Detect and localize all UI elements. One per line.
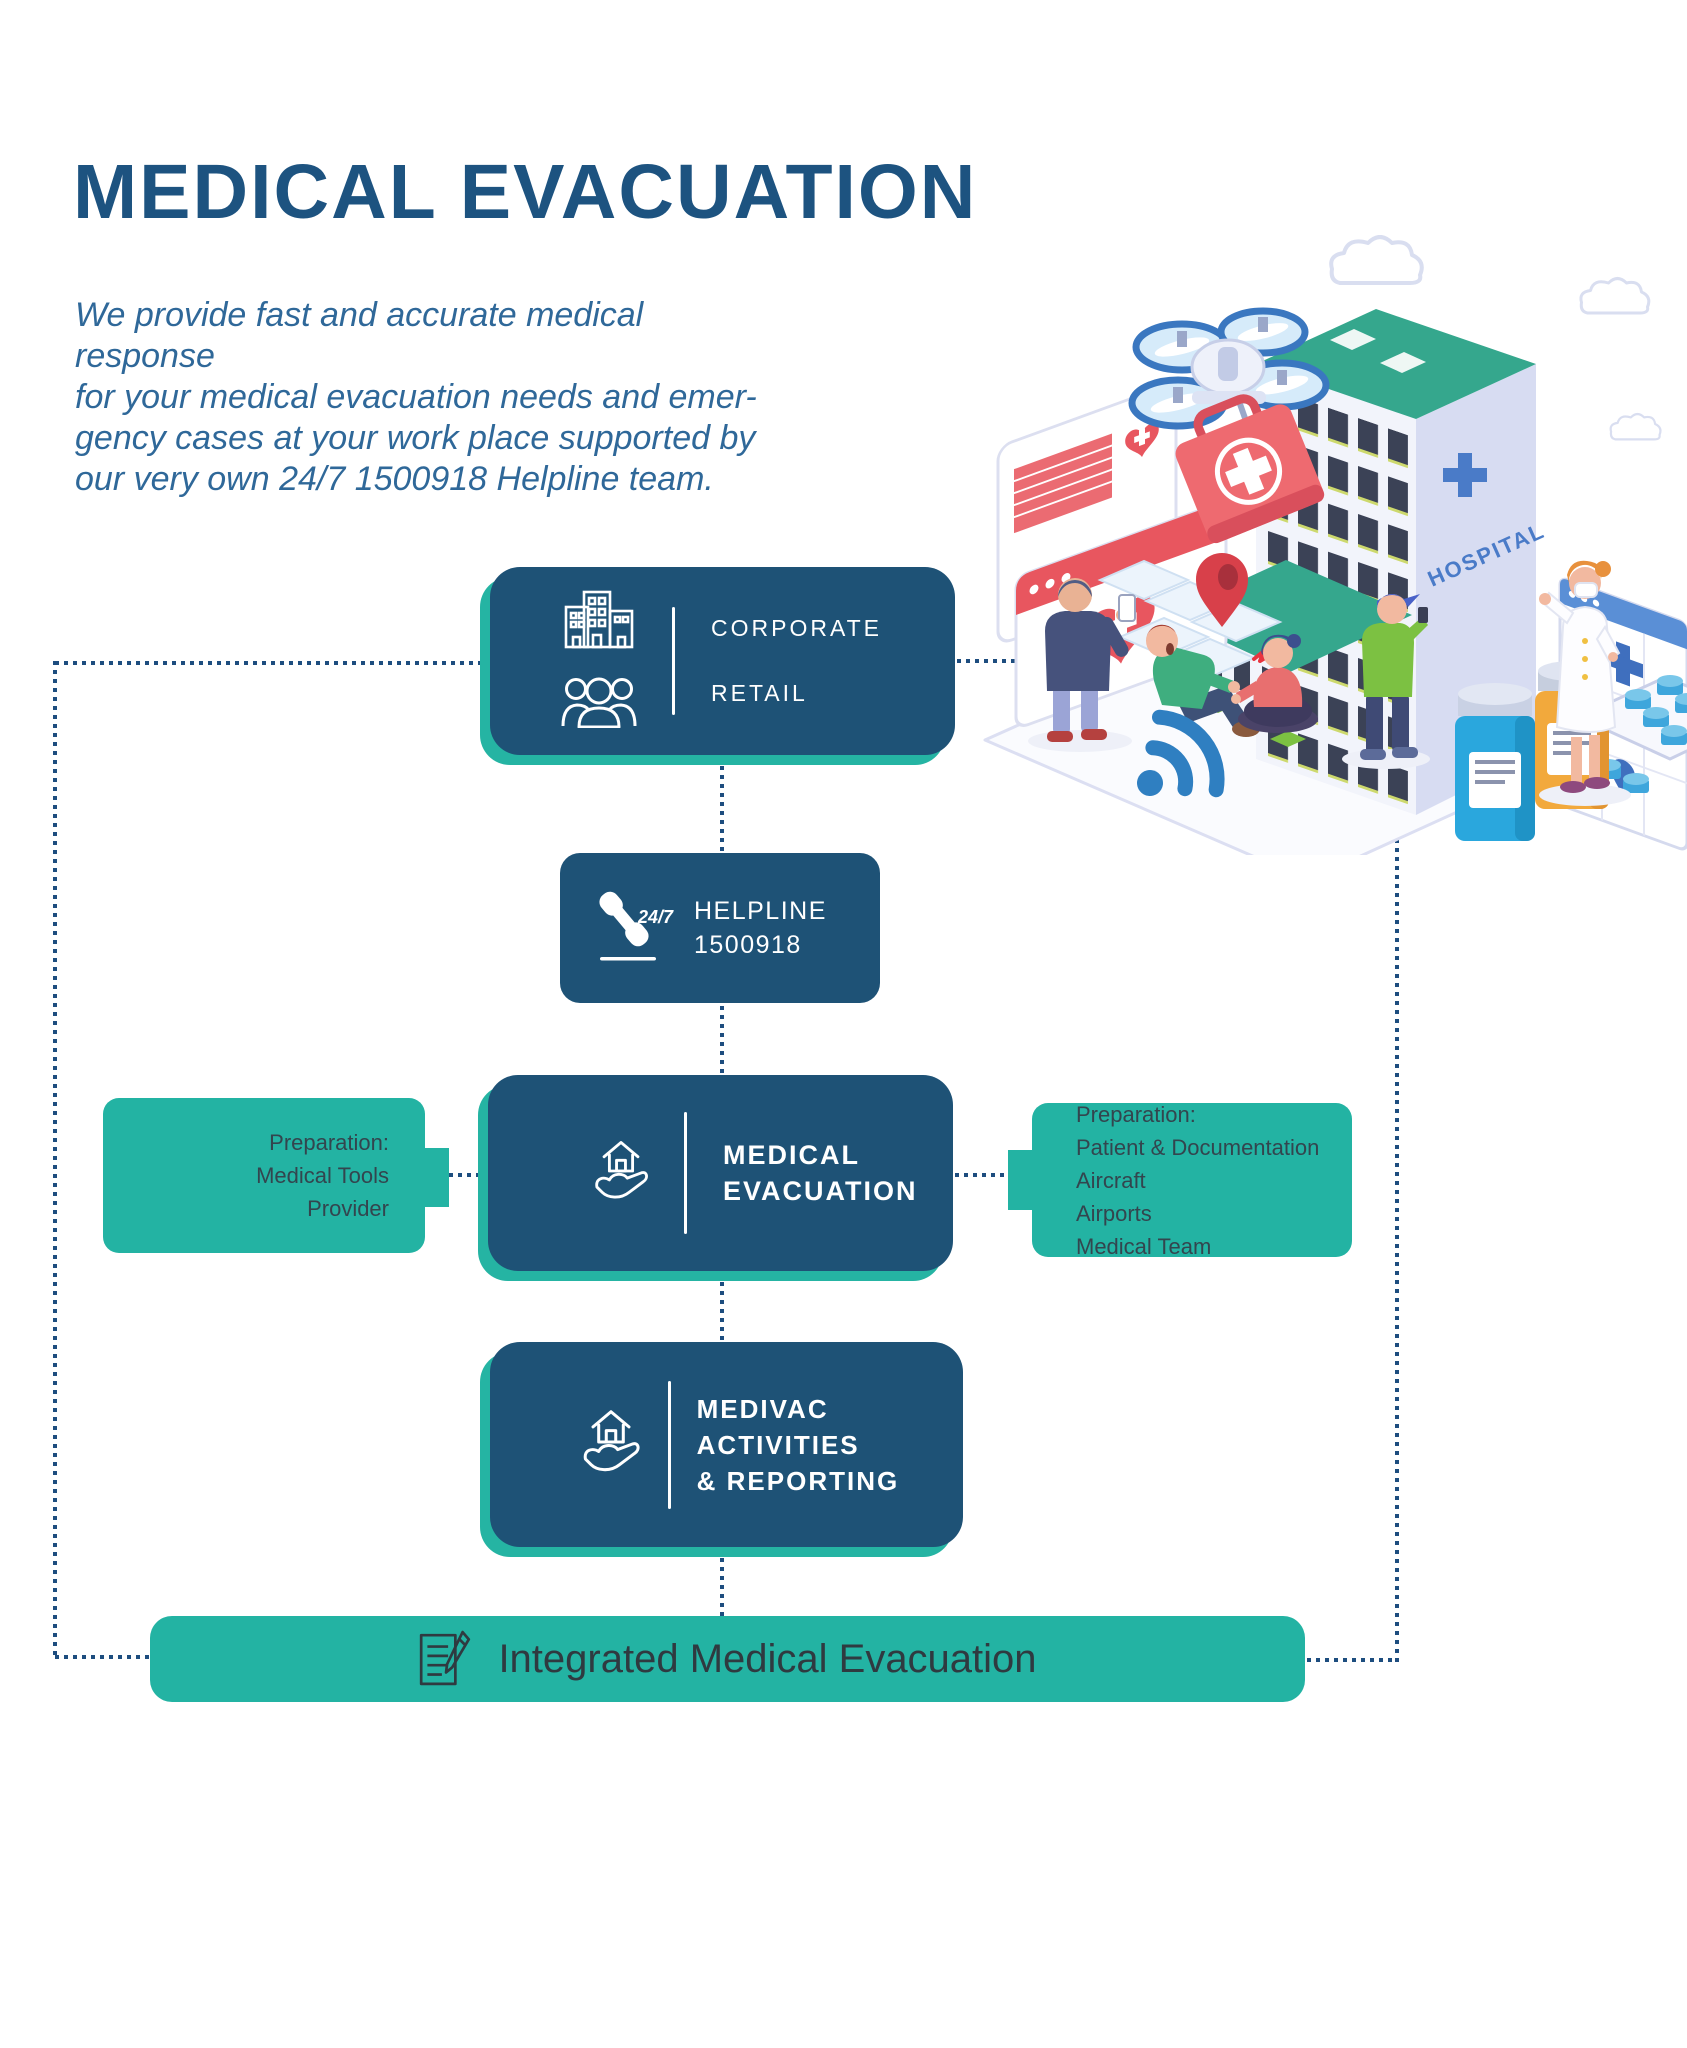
prep-left-label: Preparation: Medical Tools Provider [256, 1130, 389, 1221]
health-app-panel-back-art [996, 384, 1178, 643]
box-divider [684, 1112, 687, 1234]
first-aid-case-art [1175, 394, 1325, 544]
person-nurse-art [1539, 560, 1631, 806]
buildings-icon [563, 589, 635, 654]
hospital-art: HOSPITAL [1166, 309, 1549, 816]
medivac-label: MEDIVAC ACTIVITIES & REPORTING [696, 1393, 900, 1496]
hospital-map-panel-art [1558, 577, 1687, 851]
wifi-icon [1137, 709, 1225, 798]
prep-right-label: Preparation: Patient & Documentation Air… [1076, 1101, 1320, 1259]
health-app-panel-front-art [1014, 502, 1228, 727]
medical-scene-illustration: HOSPITAL [983, 235, 1687, 855]
connector-prep-left [449, 1173, 488, 1177]
location-pin-art [1196, 553, 1248, 627]
corporate-retail-box: CORPORATE RETAIL [490, 567, 955, 755]
prep-right-notch [1008, 1150, 1032, 1210]
page-title: MEDICAL EVACUATION [73, 149, 978, 235]
person-hoodie-art [1028, 578, 1136, 752]
connector-center-1 [720, 757, 724, 853]
integrated-label: Integrated Medical Evacuation [498, 1636, 1037, 1681]
helpline-label: HELPLINE 1500918 [694, 897, 827, 959]
integrated-medical-evacuation-bar: Integrated Medical Evacuation [150, 1616, 1305, 1702]
connector-right-vertical [1395, 659, 1399, 1662]
intro-paragraph: We provide fast and accurate medical res… [75, 296, 757, 498]
connector-right-bottom [1307, 1658, 1399, 1662]
prep-medical-tools-box: Preparation: Medical Tools Provider [103, 1098, 425, 1253]
box-divider [672, 607, 675, 715]
orange-bottle-art [1535, 661, 1609, 809]
document-pen-icon [418, 1630, 472, 1688]
connector-left-bottom [55, 1655, 150, 1659]
bushes-art [1200, 697, 1306, 747]
pills-tray-art [1576, 675, 1687, 793]
corporate-label: CORPORATE [711, 615, 882, 641]
house-hand-icon [576, 1403, 646, 1486]
rotor-art [1128, 307, 1330, 430]
retail-label: RETAIL [711, 680, 808, 706]
people-group-icon [561, 674, 637, 733]
hospital-sign: HOSPITAL [1424, 518, 1549, 592]
drone-art [1128, 307, 1330, 544]
connector-left-vertical [53, 661, 57, 1657]
person-sitting-woman-art [1231, 634, 1318, 733]
connector-center-4 [720, 1549, 724, 1616]
ground-platform-art [983, 595, 1617, 855]
connector-center-3 [720, 1273, 724, 1343]
house-hand-icon [588, 1134, 654, 1213]
connector-right-horizontal [957, 659, 1397, 663]
person-green-shirt-art [1342, 594, 1430, 769]
connector-left-horizontal [55, 661, 490, 665]
phone-24-7-icon: 24/7 [594, 887, 694, 970]
medical-evacuation-label: MEDICAL EVACUATION [723, 1140, 918, 1206]
helpline-box: 24/7 HELPLINE 1500918 [560, 853, 880, 1003]
medivac-activities-box: MEDIVAC ACTIVITIES & REPORTING [490, 1342, 963, 1547]
medical-evacuation-box: MEDICAL EVACUATION [488, 1075, 953, 1271]
prep-left-notch [425, 1148, 449, 1207]
icon-24-7-label: 24/7 [637, 907, 674, 927]
prep-patient-box: Preparation: Patient & Documentation Air… [1032, 1102, 1352, 1259]
blue-bottle-art [1455, 683, 1535, 841]
clouds-art [1021, 235, 1662, 530]
box-divider [668, 1380, 671, 1509]
connector-prep-right [955, 1173, 1012, 1177]
connector-center-2 [720, 1006, 724, 1076]
person-injured-art [1145, 624, 1284, 737]
